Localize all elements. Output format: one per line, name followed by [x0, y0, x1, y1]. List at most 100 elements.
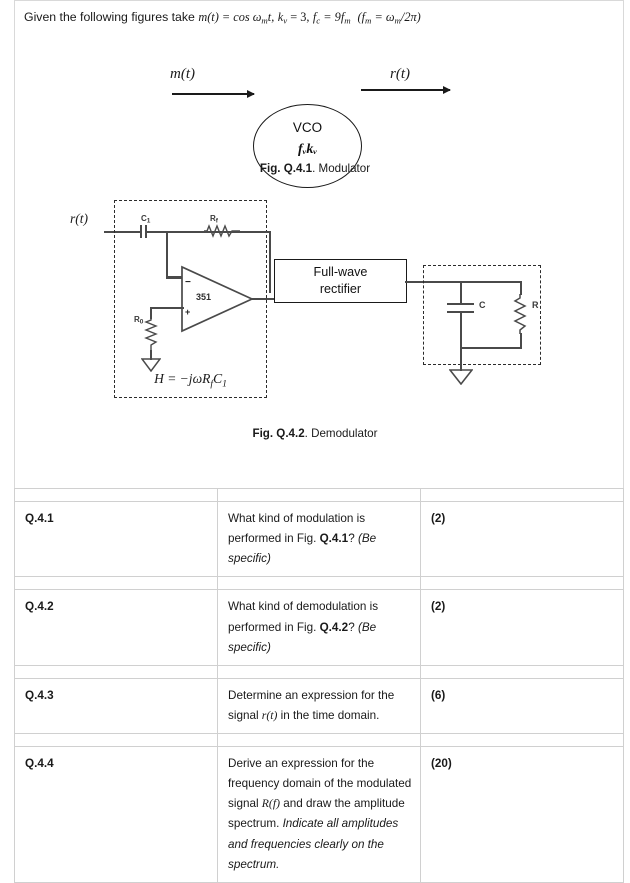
- filter-top-rail: [432, 281, 522, 283]
- spacer-cell: [420, 576, 624, 591]
- transfer-function-label: H = −jωRfC1: [154, 371, 227, 390]
- demod-input-wire: [104, 231, 140, 233]
- r0-bottom-wire: [150, 350, 152, 360]
- question-text-bold: Q.4.1: [319, 532, 349, 546]
- resistor-r0-symbol: [144, 317, 158, 351]
- resistor-rf-label: Rf: [210, 214, 218, 225]
- question-text-math: R(f): [261, 797, 280, 811]
- table-spacer-row: [14, 488, 624, 502]
- feedback-right-wire: [269, 231, 271, 293]
- full-wave-rectifier-block: Full-wave rectifier: [274, 259, 407, 303]
- figure2-caption: Fig. Q.4.2. Demodulator: [0, 427, 630, 440]
- opamp-part-number: 351: [196, 292, 212, 302]
- filter-bottom-rail: [460, 347, 522, 349]
- filter-res-bottom-wire: [520, 333, 522, 348]
- spacer-cell: [14, 664, 218, 679]
- question-number: Q.4.1: [14, 500, 218, 578]
- filter-capacitor-label: C: [479, 300, 486, 310]
- vco-title: VCO: [292, 120, 323, 135]
- question-text-plain: What kind of demodulation is performed i…: [228, 600, 379, 634]
- figure2-caption-text: . Demodulator: [304, 427, 378, 440]
- table-spacer-row: [14, 664, 624, 679]
- question-text-plain: ?: [348, 620, 358, 634]
- question-text-math: r(t): [261, 708, 278, 722]
- filter-resistor-label: R: [532, 300, 539, 310]
- spacer-cell: [217, 733, 421, 747]
- table-spacer-row: [14, 576, 624, 591]
- problem-statement: Given the following figures take m(t) = …: [24, 8, 610, 28]
- opamp-triangle: [181, 265, 254, 333]
- question-text-plain: ?: [348, 532, 358, 546]
- question-marks: (2): [420, 500, 624, 578]
- r0-top-wire: [150, 307, 152, 319]
- figure-modulator: m(t) VCO fᵥkᵥ r(t) Fig. Q.4.1. Modulator: [0, 48, 630, 188]
- statement-equation-fm: (fm = ωm/2π): [357, 10, 421, 26]
- figure1-caption-text: . Modulator: [312, 162, 371, 175]
- opamp-inverting-sign: −: [185, 277, 191, 288]
- resistor-r0-label: R0: [134, 315, 144, 326]
- figure1-caption-label: Fig. Q.4.1: [259, 162, 313, 175]
- question-text-bold: Q.4.2: [319, 620, 349, 634]
- modulator-output-label: r(t): [390, 66, 410, 82]
- capacitor-c1-label: C1: [141, 214, 151, 225]
- resistor-rf-symbol: [204, 224, 240, 238]
- figure1-caption: Fig. Q.4.1. Modulator: [0, 162, 630, 175]
- opamp-351: − + 351: [180, 265, 254, 333]
- rectifier-line-2: rectifier: [319, 282, 362, 296]
- question-text-plain: Determine an expression for the signal: [228, 688, 395, 722]
- spacer-cell: [14, 576, 218, 591]
- modulator-output-arrow: [361, 86, 451, 93]
- statement-equation-mt: m(t) = cos ωmt,: [198, 10, 275, 26]
- rc-filter-boundary: [423, 265, 541, 365]
- noninverting-input-wire: [150, 307, 184, 309]
- filter-cap-bottom-wire: [460, 312, 462, 348]
- vco-subtitle: fᵥkᵥ: [298, 142, 317, 157]
- feedback-top-wire: [166, 231, 271, 233]
- ground-symbol-filter: [449, 369, 473, 385]
- modulator-input-arrow: [172, 90, 255, 97]
- spacer-cell: [217, 576, 421, 591]
- question-text: What kind of demodulation is performed i…: [217, 589, 421, 666]
- statement-intro: Given the following figures take: [24, 10, 199, 24]
- ground-symbol-opamp: [141, 358, 161, 372]
- page-top-border: [14, 0, 624, 1]
- question-text-italic: (Be specific): [228, 532, 377, 566]
- filter-ground-wire: [460, 347, 462, 371]
- spacer-cell: [420, 733, 624, 747]
- question-number: Q.4.2: [14, 589, 218, 666]
- spacer-cell: [217, 664, 421, 679]
- page-left-border: [14, 0, 15, 767]
- page-right-border: [623, 0, 624, 767]
- question-text: Determine an expression for the signal r…: [217, 677, 421, 735]
- question-marks: (6): [420, 677, 624, 735]
- spacer-cell: [14, 733, 218, 747]
- inverting-node-wire: [166, 231, 168, 277]
- question-text-italic: (Be specific): [228, 620, 377, 654]
- table-spacer-row: [14, 733, 624, 747]
- statement-equation-kv: kv = 3,: [277, 10, 310, 26]
- inverting-input-wire: [166, 276, 184, 279]
- statement-equation-fc: fc = 9fm: [312, 10, 351, 26]
- rectifier-output-wire: [405, 281, 438, 283]
- vco-block: [253, 104, 362, 188]
- figure2-caption-label: Fig. Q.4.2: [252, 427, 305, 440]
- filter-cap-top-wire: [460, 281, 462, 303]
- question-number: Q.4.3: [14, 677, 218, 735]
- spacer-cell: [217, 488, 421, 502]
- question-text-plain: in the time domain.: [277, 708, 380, 722]
- spacer-cell: [14, 488, 218, 502]
- figure-demodulator: r(t) C1 Rf − + 351 R0 H = −jωRfC1: [0, 195, 630, 440]
- c1-to-node-wire: [146, 231, 182, 233]
- filter-resistor-symbol: [513, 294, 527, 334]
- spacer-cell: [420, 664, 624, 679]
- opamp-noninverting-sign: +: [185, 307, 191, 317]
- question-text-plain: What kind of modulation is performed in …: [228, 512, 366, 546]
- question-marks: (2): [420, 589, 624, 666]
- rectifier-line-1: Full-wave: [313, 265, 368, 279]
- question-text: What kind of modulation is performed in …: [217, 500, 421, 578]
- filter-res-top-wire: [520, 281, 522, 295]
